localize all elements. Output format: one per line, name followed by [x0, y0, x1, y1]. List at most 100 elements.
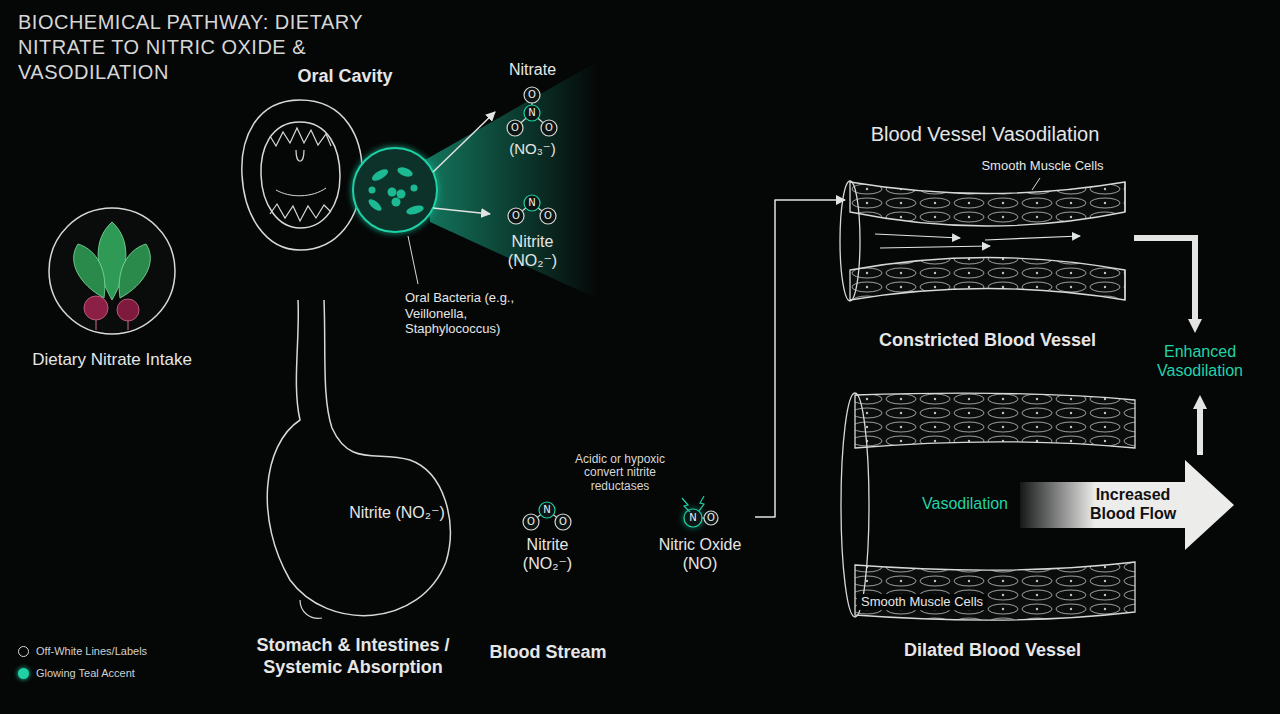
- mouth-illustration-part: [270, 204, 331, 221]
- greens-icon-part: [74, 244, 105, 298]
- molecule-atoms-part: [682, 498, 690, 512]
- mouth-illustration-part: [261, 122, 340, 228]
- bacteria-illustration-part: [408, 236, 418, 284]
- node-text: Dietary Nitrate Intake: [8, 350, 216, 370]
- result-arrows-part: [1197, 402, 1203, 455]
- constricted-vessel-part: [850, 258, 1125, 301]
- molecule-atoms-part: [524, 105, 540, 121]
- bacteria-illustration-part-part: [396, 166, 414, 179]
- bacteria-illustration-part: [367, 166, 425, 217]
- legend-swatch: [18, 668, 29, 679]
- flow-arrow: [182, 238, 240, 243]
- flow-arrow: [755, 200, 845, 517]
- flow-arrow: [755, 540, 845, 545]
- bacteria-illustration-part-part: [405, 204, 424, 216]
- bacteria-illustration-part-part: [369, 187, 376, 194]
- molecule-atoms-part: [508, 208, 524, 224]
- dilated-vessel: [841, 393, 1234, 620]
- intake-circle: Dietary Nitrate Intake: [48, 207, 176, 335]
- bacteria-illustration-part: [353, 148, 437, 232]
- node-text: Smooth Muscle Cells: [857, 594, 987, 610]
- atom-letter: O: [555, 515, 571, 529]
- molecule-atoms-part: [540, 208, 556, 224]
- node-text: Oral Cavity: [240, 66, 450, 88]
- legend-row: Off-White Lines/Labels: [18, 645, 147, 657]
- molecule-atoms-part: [699, 496, 704, 511]
- dilated-vessel-part: [855, 562, 1135, 620]
- atom-letter: O: [703, 511, 719, 525]
- bacteria-illustration-part-part: [411, 185, 418, 192]
- stomach-region: Nitrite (NO₂⁻)Stomach & Intestines / Sys…: [255, 300, 450, 625]
- bacteria-illustration-part-part: [388, 188, 397, 197]
- flow-arrow: [350, 255, 355, 300]
- greens-icon-part: [84, 296, 108, 320]
- molecule-atoms-part: [523, 514, 539, 530]
- constricted-vessel-part: [850, 182, 1125, 226]
- bacteria-circle: Oral Bacteria (e.g., Veillonella, Staphy…: [353, 148, 437, 232]
- greens-icon-part: [119, 244, 150, 298]
- constricted-vessel-part: [1032, 178, 1040, 190]
- legend-text: Glowing Teal Accent: [36, 667, 135, 679]
- molecule-atoms-part: [555, 514, 571, 530]
- node-text: Stomach & Intestines / Systemic Absorpti…: [223, 635, 483, 678]
- node-text: Dilated Blood Vessel: [833, 640, 1152, 662]
- node-text: Increased Blood Flow: [1077, 485, 1189, 523]
- node-text: Nitrite (NO₂⁻): [485, 232, 580, 270]
- node-text: (NO₃⁻): [483, 140, 582, 158]
- atom-letter: O: [523, 515, 539, 529]
- node-text: Nitric Oxide (NO): [645, 535, 755, 573]
- greens-icon: [49, 208, 175, 334]
- molecule-atoms-part: [704, 511, 718, 525]
- bacteria-illustration-part: [425, 60, 600, 300]
- flow-arrow: [450, 518, 500, 523]
- atom-letter: N: [539, 503, 555, 517]
- atom-letter: O: [541, 121, 557, 135]
- greens-icon-part: [96, 320, 128, 330]
- node-text: Oral Bacteria (e.g., Veillonella, Staphy…: [405, 290, 555, 337]
- molecule-atoms-part: [524, 87, 540, 103]
- mouth-region: Oral Cavity: [240, 62, 450, 255]
- section-heading: Blood Vessel Vasodilation: [860, 122, 1110, 146]
- flow-arrow: [595, 518, 645, 523]
- molecule-atoms-part: [524, 195, 540, 211]
- result-arrows-part: [1134, 238, 1195, 326]
- bacteria-illustration-part-part: [367, 197, 384, 213]
- dilated-vessel-box: Smooth Muscle CellsVasodilationIncreased…: [845, 390, 1140, 625]
- result-label: Enhanced Vasodilation: [1140, 342, 1260, 380]
- dilated-vessel-part: [855, 393, 1135, 448]
- constricted-vessel-part: [840, 181, 860, 301]
- constricted-vessel-part-part: [875, 234, 960, 238]
- atom-letter: N: [685, 511, 701, 525]
- legend-row: Glowing Teal Accent: [18, 667, 135, 679]
- dilated-vessel-part: [1020, 460, 1234, 550]
- atom-letter: O: [540, 209, 556, 223]
- constricted-vessel: [840, 178, 1125, 301]
- stomach-illustration-part: [300, 600, 322, 618]
- molecule-atoms-part: [507, 120, 523, 136]
- constricted-vessel-part: [875, 234, 1080, 248]
- node-text: Nitrite (NO₂⁻): [500, 535, 595, 573]
- section-heading: Blood Stream: [488, 642, 608, 664]
- atom-letter: N: [524, 106, 540, 120]
- node-text: Nitrate: [483, 60, 582, 79]
- node-text: Vasodilation: [903, 494, 1027, 513]
- flow-arrow: [433, 208, 490, 214]
- greens-icon-part: [49, 208, 175, 334]
- constricted-vessel-part-part: [880, 246, 990, 248]
- constricted-vessel-part: [1124, 182, 1125, 300]
- constricted-vessel-box: Smooth Muscle CellsConstricted Blood Ves…: [845, 158, 1130, 318]
- mouth-illustration: [242, 100, 362, 250]
- constricted-vessel-part-part: [985, 236, 1080, 240]
- molecule-atoms-part: [539, 502, 555, 518]
- bacteria-illustration-part-part: [370, 167, 390, 183]
- molecule-atoms-part: [541, 120, 557, 136]
- atom-letter: O: [507, 121, 523, 135]
- nitric-oxide-molecule: Nitric Oxide (NO): [645, 492, 755, 587]
- bacteria-illustration: [353, 60, 600, 300]
- edge-label: Acidic or hypoxic convert nitrite reduct…: [555, 453, 685, 494]
- node-text: Nitrite (NO₂⁻): [347, 503, 447, 522]
- stomach-illustration-part: [267, 300, 450, 616]
- atom-letter: O: [524, 88, 540, 102]
